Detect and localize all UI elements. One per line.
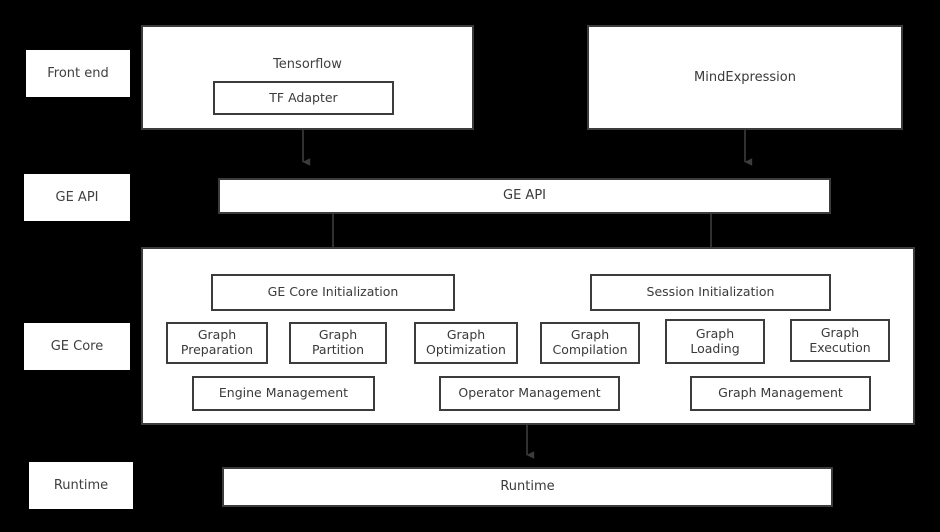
ge-core-initialization-box[interactable]: GE Core Initialization	[211, 274, 455, 311]
session-initialization-box[interactable]: Session Initialization	[590, 274, 831, 311]
runtime-bar[interactable]: Runtime	[222, 467, 833, 507]
module-graph-compilation[interactable]: Graph Compilation	[540, 322, 640, 364]
module-graph-partition[interactable]: Graph Partition	[289, 322, 387, 364]
tier-label-ge-core: GE Core	[24, 323, 130, 370]
mindexpression-box[interactable]: MindExpression	[587, 25, 903, 130]
module-graph-optimization[interactable]: Graph Optimization	[414, 322, 518, 364]
module-graph-execution[interactable]: Graph Execution	[790, 319, 890, 362]
tensorflow-label: Tensorflow	[273, 57, 342, 72]
management-graph[interactable]: Graph Management	[690, 376, 871, 411]
management-operator[interactable]: Operator Management	[439, 376, 620, 411]
tier-label-runtime: Runtime	[29, 462, 133, 509]
tier-label-front-end: Front end	[26, 50, 130, 97]
management-engine[interactable]: Engine Management	[192, 376, 375, 411]
tier-label-ge-api: GE API	[24, 174, 130, 221]
module-graph-preparation[interactable]: Graph Preparation	[166, 322, 268, 364]
tf-adapter-box[interactable]: TF Adapter	[213, 81, 394, 115]
module-graph-loading[interactable]: Graph Loading	[665, 319, 765, 364]
ge-api-bar[interactable]: GE API	[218, 178, 831, 214]
